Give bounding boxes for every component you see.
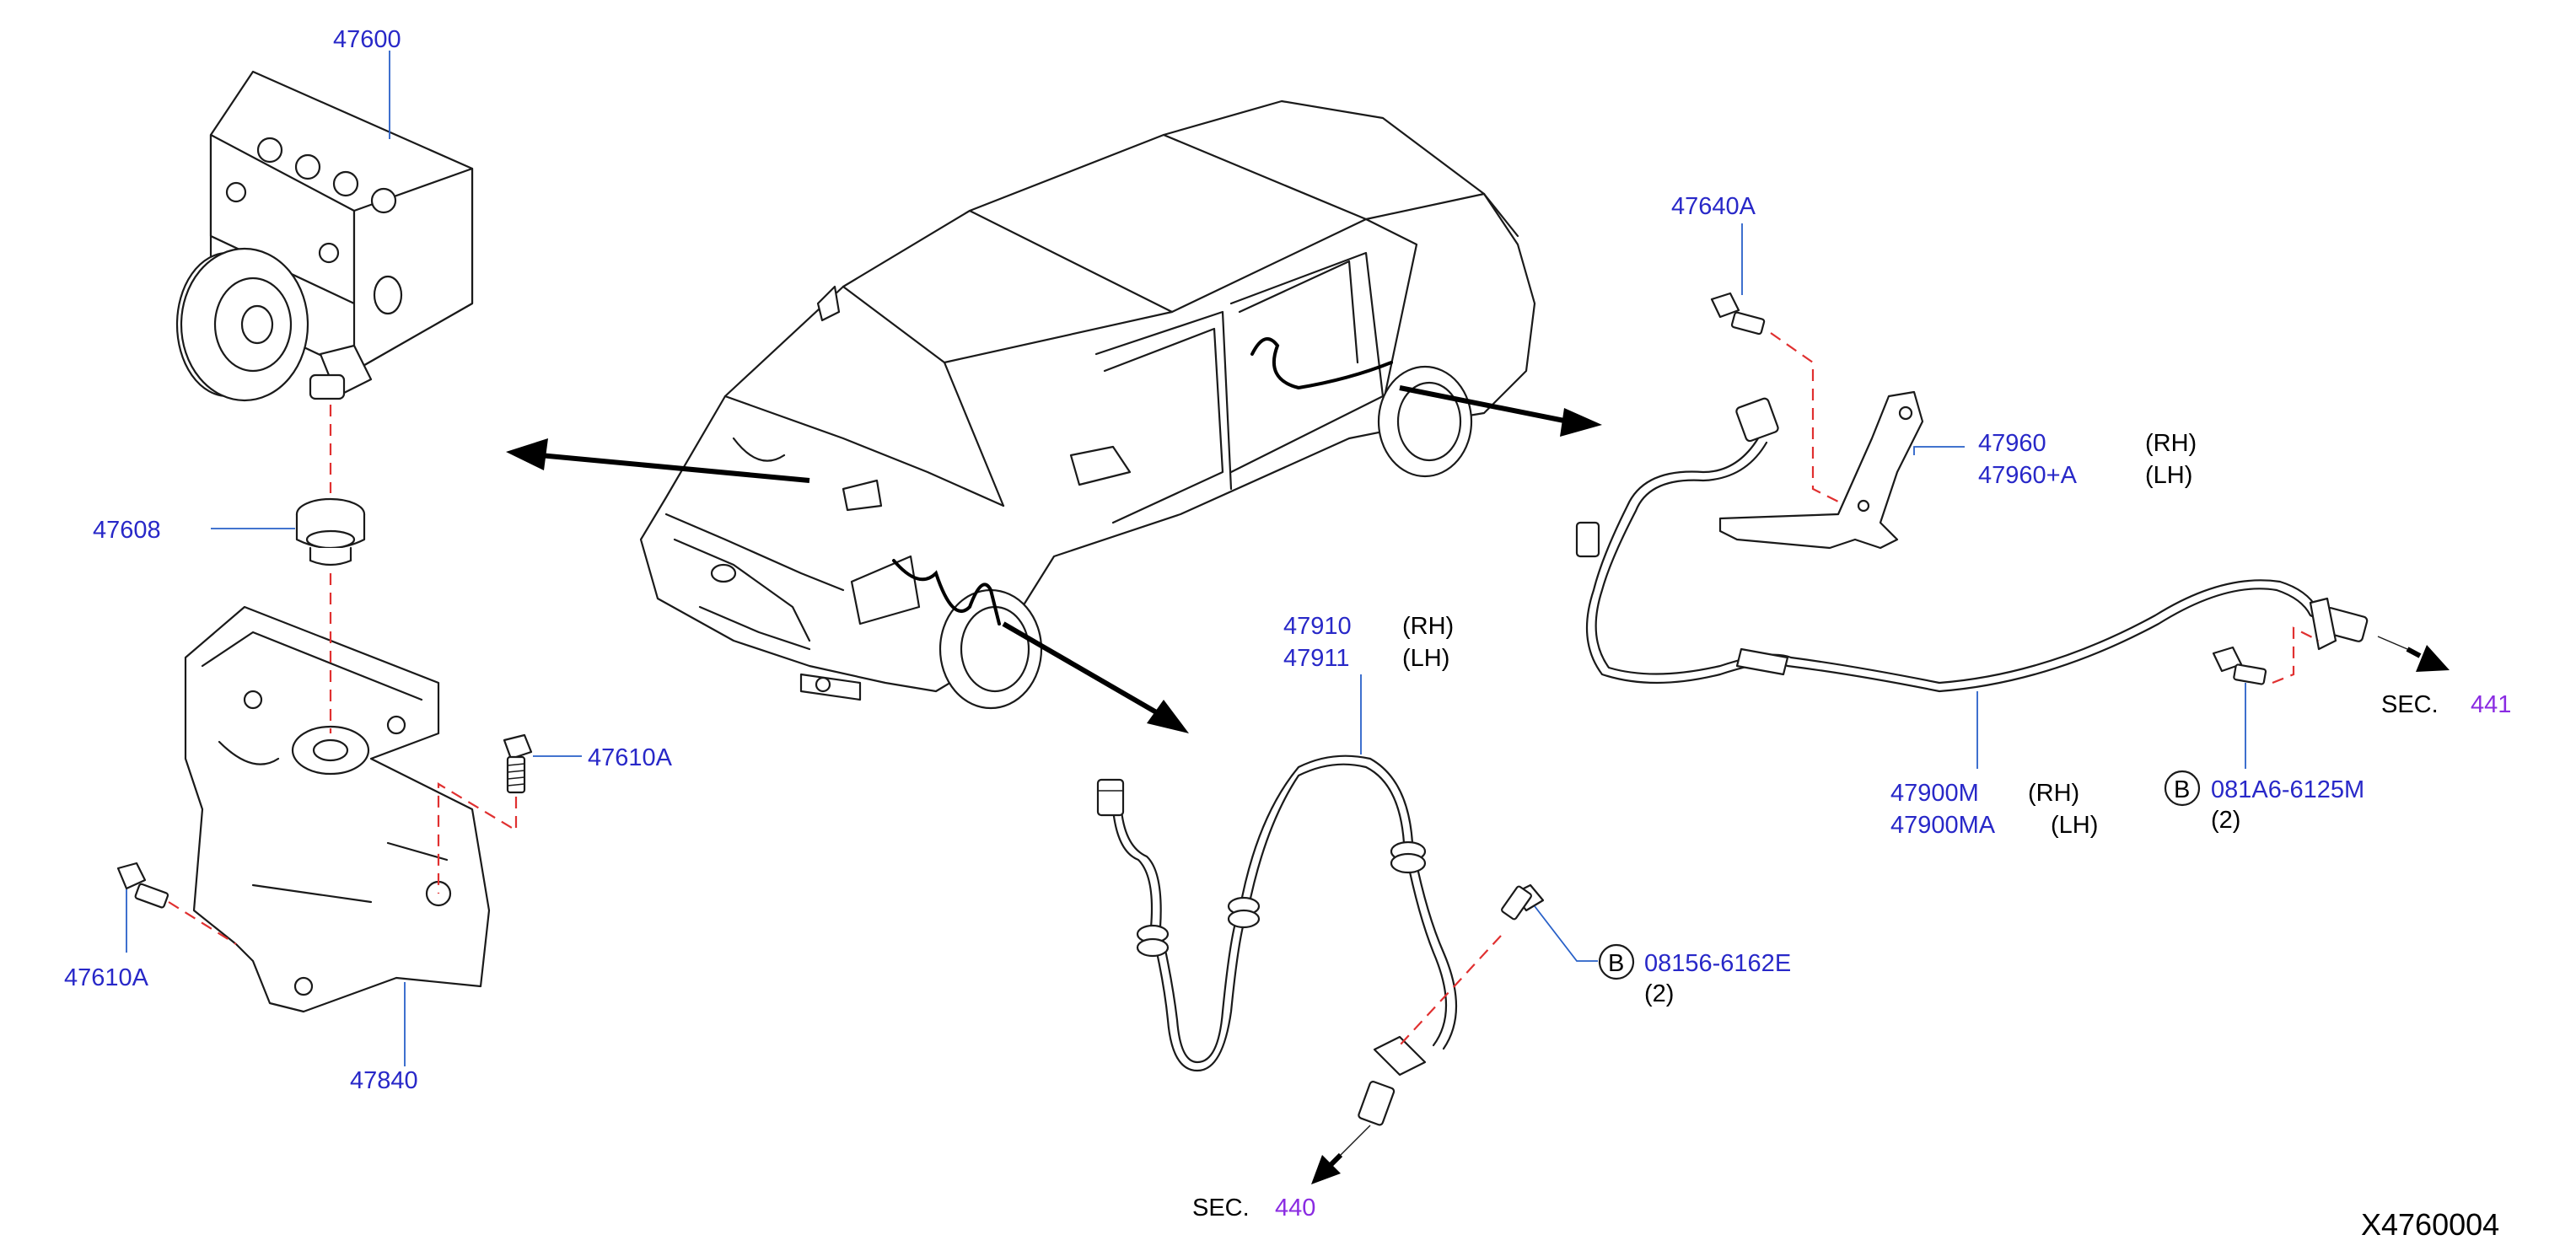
sec-441-prefix: SEC.	[2381, 691, 2439, 718]
label-081a6-qty: (2)	[2211, 807, 2240, 834]
guide-top-bolt	[437, 782, 518, 894]
bolt-marker-rear-letter: B	[2174, 776, 2190, 803]
arrow-to-rear-sensor	[1399, 385, 1602, 437]
arrow-to-front-sensor	[1002, 621, 1189, 733]
label-08156: 08156-6162E	[1644, 950, 1791, 977]
guide-left-bolt	[168, 901, 237, 945]
label-47911: 47911	[1283, 645, 1350, 672]
label-47960a-lh: (LH)	[2145, 462, 2192, 489]
guide-rear-bracket-bolt	[1770, 332, 1847, 507]
bushing-drawing[interactable]	[295, 497, 366, 566]
label-47960: 47960	[1978, 430, 2046, 457]
label-47910: 47910	[1283, 613, 1352, 640]
abs-actuator-drawing[interactable]	[175, 70, 474, 402]
guide-rear-sensor-bolt	[2272, 626, 2320, 685]
front-harness	[892, 559, 1001, 626]
car-drawing	[639, 99, 1536, 710]
diagram-code: X4760004	[2361, 1207, 2499, 1242]
sec-441-number: 441	[2471, 691, 2511, 718]
label-47608: 47608	[93, 517, 161, 544]
arrow-to-sec-441	[2377, 636, 2450, 672]
bolt-47640a-drawing[interactable]	[1710, 292, 1766, 336]
label-47900m: 47900M	[1890, 780, 1979, 807]
front-sensor-bolt-drawing[interactable]	[1501, 883, 1545, 921]
bolt-marker-rear	[2164, 770, 2201, 807]
label-47840: 47840	[350, 1067, 418, 1094]
label-08156-qty: (2)	[1644, 980, 1674, 1007]
sec-440-prefix: SEC.	[1192, 1195, 1250, 1221]
guide-front-bolt	[1399, 935, 1502, 1046]
bolt-47610a-top-drawing[interactable]	[503, 733, 533, 794]
bolt-marker-front	[1598, 943, 1635, 980]
leader-08156	[1534, 905, 1598, 962]
label-47900ma-lh: (LH)	[2051, 812, 2098, 839]
arrow-to-actuator	[506, 438, 810, 483]
front-wheel-sensor-drawing[interactable]	[1096, 754, 1458, 1126]
label-47610a-top: 47610A	[588, 744, 673, 771]
rear-sensor-bracket-drawing[interactable]	[1718, 390, 1924, 550]
label-47960-rh: (RH)	[2145, 430, 2197, 457]
label-081a6: 081A6-6125M	[2211, 776, 2364, 803]
sec-440-number: 440	[1275, 1195, 1315, 1221]
label-47640a: 47640A	[1671, 193, 1756, 220]
rear-harness	[1250, 337, 1393, 390]
leader-47960	[1913, 446, 1965, 455]
rear-wheel-sensor-drawing[interactable]	[1575, 397, 2369, 693]
label-47600: 47600	[333, 26, 401, 53]
label-47910-rh: (RH)	[1402, 613, 1454, 640]
actuator-bracket-drawing[interactable]	[184, 605, 491, 1013]
rear-sensor-bolt-drawing[interactable]	[2212, 646, 2267, 685]
bolt-47610a-left-drawing[interactable]	[116, 862, 169, 909]
label-47900ma: 47900MA	[1890, 812, 1996, 839]
label-47900m-rh: (RH)	[2028, 780, 2079, 807]
label-47911-lh: (LH)	[1402, 645, 1449, 672]
label-47610a-left: 47610A	[64, 964, 149, 991]
bolt-marker-front-letter: B	[1608, 950, 1624, 977]
label-47960a: 47960+A	[1978, 462, 2078, 489]
arrow-to-sec-440	[1311, 1125, 1371, 1184]
